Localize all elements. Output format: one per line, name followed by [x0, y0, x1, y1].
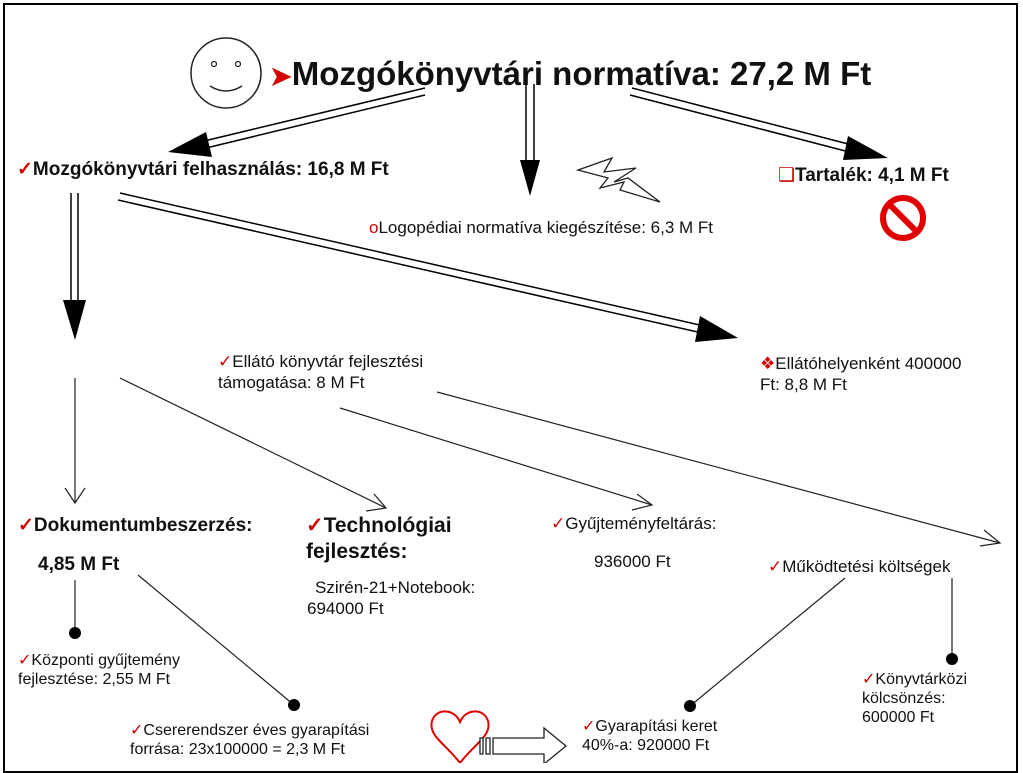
gyarapitasi-line1: Gyarapítási keret — [595, 718, 718, 735]
check-icon: ✓ — [18, 652, 32, 669]
ellatohely-line1: Ellátóhelyenként 400000 — [775, 354, 962, 373]
technologiai-node: ✓Technológiai fejlesztés: — [306, 513, 452, 565]
check-icon: ✓ — [17, 159, 33, 180]
dokumentum-amount: 4,85 M Ft — [38, 554, 120, 575]
check-icon: ✓ — [582, 718, 596, 735]
konyvtarkozi-line1: Könyvtárközi — [875, 671, 967, 688]
arrow-title-to-logopediai — [520, 84, 540, 196]
technologiai-line1: Technológiai — [323, 514, 452, 537]
title-text: Mozgókönyvtári normatíva: 27,2 M Ft — [291, 55, 872, 92]
gyujtemenyfeltaras-amount: 936000 Ft — [594, 552, 671, 571]
check-icon: ✓ — [862, 671, 876, 688]
arrow-felhasznalas-to-ellatohely — [117, 192, 738, 342]
logopediai-label: Logopédiai normatíva kiegészítése: 6,3 M… — [378, 218, 713, 237]
diamond-bullet-icon: ❖ — [760, 354, 776, 373]
lightning-icon — [575, 156, 661, 203]
check-icon: ✓ — [768, 557, 783, 576]
kozponti-line1: Központi gyűjtemény — [31, 652, 180, 669]
felhasznalas-node: ✓Mozgókönyvtári felhasználás: 16,8 M Ft — [17, 158, 389, 181]
konyvtarkozi-line2: kölcsönzés: — [862, 690, 946, 707]
logopediai-node: oLogopédiai normatíva kiegészítése: 6,3 … — [369, 217, 713, 238]
csererendszer-line2: forrása: 23x100000 = 2,3 M Ft — [130, 741, 345, 758]
gyujtemenyfeltaras-node: ✓Gyűjteményfeltárás: — [551, 513, 716, 534]
thin-connectors — [64, 377, 1002, 712]
ellato-fejlesztesi-line2: támogatása: 8 M Ft — [218, 373, 365, 392]
bullet-icon: o — [369, 218, 379, 237]
title-bullet-icon: ➤ — [270, 61, 292, 91]
gyarapitasi-node: ✓Gyarapítási keret 40%-a: 920000 Ft — [582, 717, 717, 755]
technologiai-line2: fejlesztés: — [306, 540, 408, 563]
check-icon: ✓ — [130, 722, 144, 739]
check-icon: ✓ — [551, 514, 566, 533]
arrow-title-to-tartalek — [629, 87, 888, 160]
ellatohely-line2: Ft: 8,8 M Ft — [760, 375, 847, 394]
gyujtemenyfeltaras-label: Gyűjteményfeltárás: — [565, 514, 717, 533]
technologiai-detail2: 694000 Ft — [307, 599, 384, 618]
ellato-fejlesztesi-line1: Ellátó könyvtár fejlesztési — [232, 352, 424, 371]
technologiai-detail1: Szirén-21+Notebook: — [315, 578, 476, 597]
tartalek-label: Tartalék: 4,1 M Ft — [795, 165, 949, 186]
arrow-felhasznalas-down — [63, 193, 86, 340]
konyvtarkozi-line3: 600000 Ft — [862, 709, 935, 726]
block-arrow-icon — [479, 726, 568, 763]
tartalek-node: ❑Tartalék: 4,1 M Ft — [778, 164, 949, 187]
csererendszer-line1: Csererendszer éves gyarapítási — [143, 722, 370, 739]
check-icon: ✓ — [218, 352, 233, 371]
felhasznalas-label: Mozgókönyvtári felhasználás: 16,8 M Ft — [32, 159, 389, 180]
dokumentum-node: ✓Dokumentumbeszerzés: — [18, 514, 252, 537]
check-icon: ✓ — [306, 514, 324, 537]
prohibited-icon — [880, 195, 926, 241]
kozponti-line2: fejlesztése: 2,55 M Ft — [18, 671, 171, 688]
mukodtetesi-node: ✓Működtetési költségek — [768, 556, 950, 577]
csererendszer-node: ✓Csererendszer éves gyarapítási forrása:… — [130, 721, 369, 759]
smiley-icon — [190, 37, 262, 109]
technologiai-detail: Szirén-21+Notebook: 694000 Ft — [307, 577, 475, 619]
mukodtetesi-label: Működtetési költségek — [782, 557, 951, 576]
ellato-fejlesztesi-node: ✓Ellátó könyvtár fejlesztési támogatása:… — [218, 351, 423, 393]
gyarapitasi-line2: 40%-a: 920000 Ft — [582, 737, 710, 754]
page-title: ➤Mozgókönyvtári normatíva: 27,2 M Ft — [270, 55, 871, 95]
heart-icon — [430, 710, 490, 763]
check-icon: ✓ — [18, 515, 34, 536]
konyvtarkozi-node: ✓Könyvtárközi kölcsönzés: 600000 Ft — [862, 670, 967, 727]
kozponti-node: ✓Központi gyűjtemény fejlesztése: 2,55 M… — [18, 651, 180, 689]
arrow-title-to-felhasznalas — [168, 87, 426, 157]
ellatohely-node: ❖Ellátóhelyenként 400000 Ft: 8,8 M Ft — [760, 353, 1018, 395]
dokumentum-line1: Dokumentumbeszerzés: — [33, 515, 253, 536]
checkbox-icon: ❑ — [778, 165, 796, 186]
